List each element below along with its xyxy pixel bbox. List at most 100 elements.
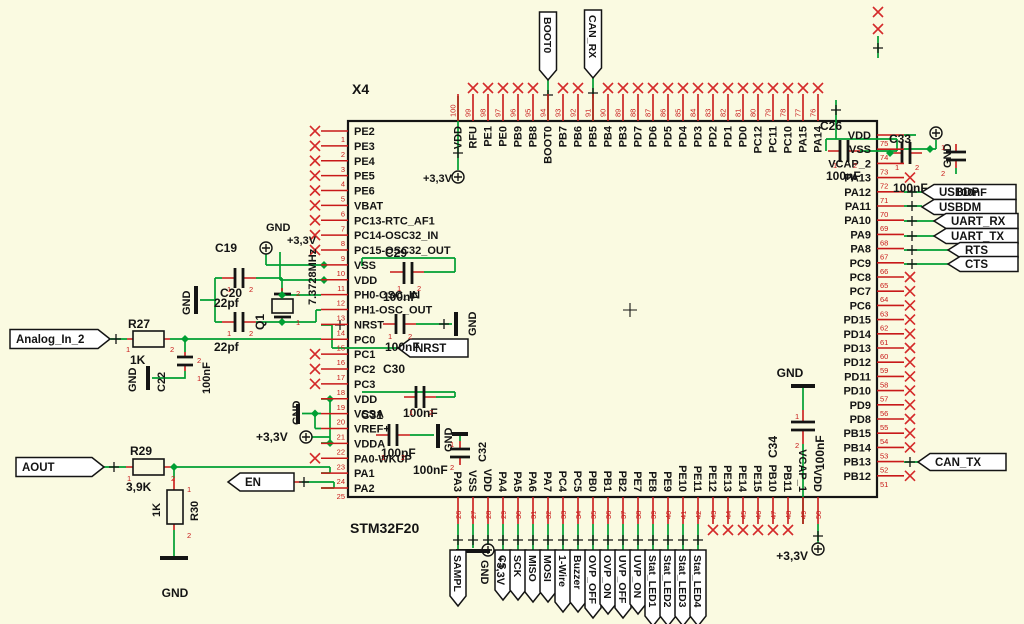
net-flag-outline xyxy=(524,549,542,604)
net-flag-label-CTS: CTS xyxy=(965,259,988,271)
net-flag-outline xyxy=(538,11,558,82)
net-flag-UVP_ON[interactable]: UVP_ON xyxy=(629,549,647,616)
net-flag-outline xyxy=(920,198,1017,216)
pin-number: 55 xyxy=(880,423,888,432)
pin-number: 9 xyxy=(341,254,345,263)
free-label: GND xyxy=(127,368,139,393)
component-pin-number: 2 xyxy=(401,453,405,462)
pin-number: 57 xyxy=(880,395,888,404)
pin-label-BOOT0: BOOT0 xyxy=(543,126,555,164)
pin-number: 66 xyxy=(880,267,888,276)
net-flag-UART_RX[interactable]: UART_RX xyxy=(932,212,1019,230)
component-pin-number: 1 xyxy=(127,474,131,483)
component-pin-number: 2 xyxy=(417,284,421,293)
no-connect-x-mark xyxy=(692,82,704,94)
pin-label-PA15: PA15 xyxy=(798,126,810,153)
pin-number: 12 xyxy=(337,299,345,308)
pin-label-PB15: PB15 xyxy=(843,428,871,440)
pin-label-PB1: PB1 xyxy=(601,471,613,492)
resistor-R30[interactable] xyxy=(166,489,184,525)
no-connect-x-mark xyxy=(737,82,749,94)
pin-number: 28 xyxy=(484,511,493,519)
pin-number: 53 xyxy=(880,451,888,460)
pin-label-PA8: PA8 xyxy=(850,244,871,256)
pin-number: 29 xyxy=(499,511,508,519)
net-flag-1-Wire[interactable]: 1-Wire xyxy=(554,549,572,614)
free-label: C33 xyxy=(889,132,911,146)
net-flag-AOUT[interactable]: AOUT xyxy=(15,456,106,478)
pin-number: 65 xyxy=(880,281,888,290)
pin-number: 16 xyxy=(337,358,345,367)
component-pin-number: 1 xyxy=(388,332,392,341)
net-flag-Stat_LED2[interactable]: Stat_LED2 xyxy=(659,549,677,624)
pin-label-PD0: PD0 xyxy=(738,126,750,147)
net-flag-label-SAMPL: SAMPL xyxy=(451,555,463,592)
net-flag-Buzzer[interactable]: Buzzer xyxy=(569,549,587,614)
net-flag-CTS[interactable]: CTS xyxy=(946,255,1019,273)
net-flag-MOSI[interactable]: MOSI xyxy=(539,549,557,604)
net-flag-outline xyxy=(946,241,1019,259)
net-flag-UVP_OFF[interactable]: UVP_OFF xyxy=(614,549,632,620)
capacitor-plates[interactable] xyxy=(177,140,966,459)
resistor-R29[interactable] xyxy=(132,458,165,476)
power-3v3-symbol xyxy=(259,241,273,255)
pin-label-PC10: PC10 xyxy=(783,126,795,154)
pin-number: 13 xyxy=(337,314,345,323)
net-flag-EN[interactable]: EN xyxy=(226,472,295,492)
no-connect-x-mark xyxy=(722,524,734,536)
no-connect-x-mark xyxy=(482,82,494,94)
net-flag-CAN_TX[interactable]: CAN_TX xyxy=(916,452,1007,472)
net-flag-OVP_ON[interactable]: OVP_ON xyxy=(599,549,617,616)
component-pin-number: 2 xyxy=(915,163,919,172)
pin-number: 58 xyxy=(880,380,888,389)
net-flag-UART_TX[interactable]: UART_TX xyxy=(932,227,1019,245)
pin-number: 82 xyxy=(719,109,728,117)
pin-label-PE3: PE3 xyxy=(354,141,375,153)
net-flag-USBDM[interactable]: USBDM xyxy=(920,198,1017,216)
net-flag-Stat_LED3[interactable]: Stat_LED3 xyxy=(674,549,692,624)
component-pin-number: 2 xyxy=(429,408,433,417)
pin-number: 63 xyxy=(880,309,888,318)
pin-number: 33 xyxy=(559,511,568,519)
net-flag-NRST[interactable]: NRST xyxy=(396,338,469,358)
free-label: GND xyxy=(181,291,193,316)
net-flag-OVP_OFF[interactable]: OVP_OFF xyxy=(584,549,602,620)
pin-label-PA1: PA1 xyxy=(354,468,375,480)
pin-label-PA11: PA11 xyxy=(845,201,871,213)
pin-label-PA7: PA7 xyxy=(541,471,553,492)
net-flag-Analog_In_2[interactable]: Analog_In_2 xyxy=(9,328,112,350)
component-pin-number: 1 xyxy=(227,329,231,338)
net-flag-SCK[interactable]: SCK xyxy=(509,549,527,602)
net-flag-outline xyxy=(932,227,1019,245)
net-flag-CAN_RX[interactable]: CAN_RX xyxy=(583,9,603,80)
net-flag-outline xyxy=(539,549,557,604)
net-flag-BOOT0[interactable]: BOOT0 xyxy=(538,11,558,82)
free-label: Q1 xyxy=(253,314,267,330)
crystal-Q1[interactable] xyxy=(271,298,294,314)
pin-label-PA9: PA9 xyxy=(850,229,871,241)
net-flag-outline xyxy=(674,549,692,624)
net-flag-CS[interactable]: CS xyxy=(494,549,512,602)
pin-number: 62 xyxy=(880,324,888,333)
net-flag-RTS[interactable]: RTS xyxy=(946,241,1019,259)
pin-number: 70 xyxy=(880,210,888,219)
no-connect-x-mark xyxy=(309,452,321,464)
resistor-R27[interactable] xyxy=(132,330,165,348)
no-connect-x-mark xyxy=(632,82,644,94)
net-flag-MISO[interactable]: MISO xyxy=(524,549,542,604)
no-connect-x-mark xyxy=(904,370,916,382)
pin-label-VDD: VDD xyxy=(481,469,493,492)
pin-label-PD9: PD9 xyxy=(850,400,871,412)
net-flag-outline xyxy=(946,255,1019,273)
net-flag-USBDP[interactable]: USBDP xyxy=(920,183,1017,201)
free-label: 100pF xyxy=(381,446,416,460)
pin-label-VDD: VDD xyxy=(848,130,871,142)
net-flag-SAMPL[interactable]: SAMPL xyxy=(449,549,467,608)
pin-label-VCAP_1: VCAP_1 xyxy=(796,449,808,492)
net-flag-Stat_LED4[interactable]: Stat_LED4 xyxy=(689,549,707,624)
component-pin-number: 2 xyxy=(197,356,201,365)
pin-number: 51 xyxy=(880,480,888,489)
net-flag-Stat_LED1[interactable]: Stat_LED1 xyxy=(644,549,662,624)
pin-label-PE7: PE7 xyxy=(631,471,643,492)
pin-label-PB10: PB10 xyxy=(766,464,778,492)
